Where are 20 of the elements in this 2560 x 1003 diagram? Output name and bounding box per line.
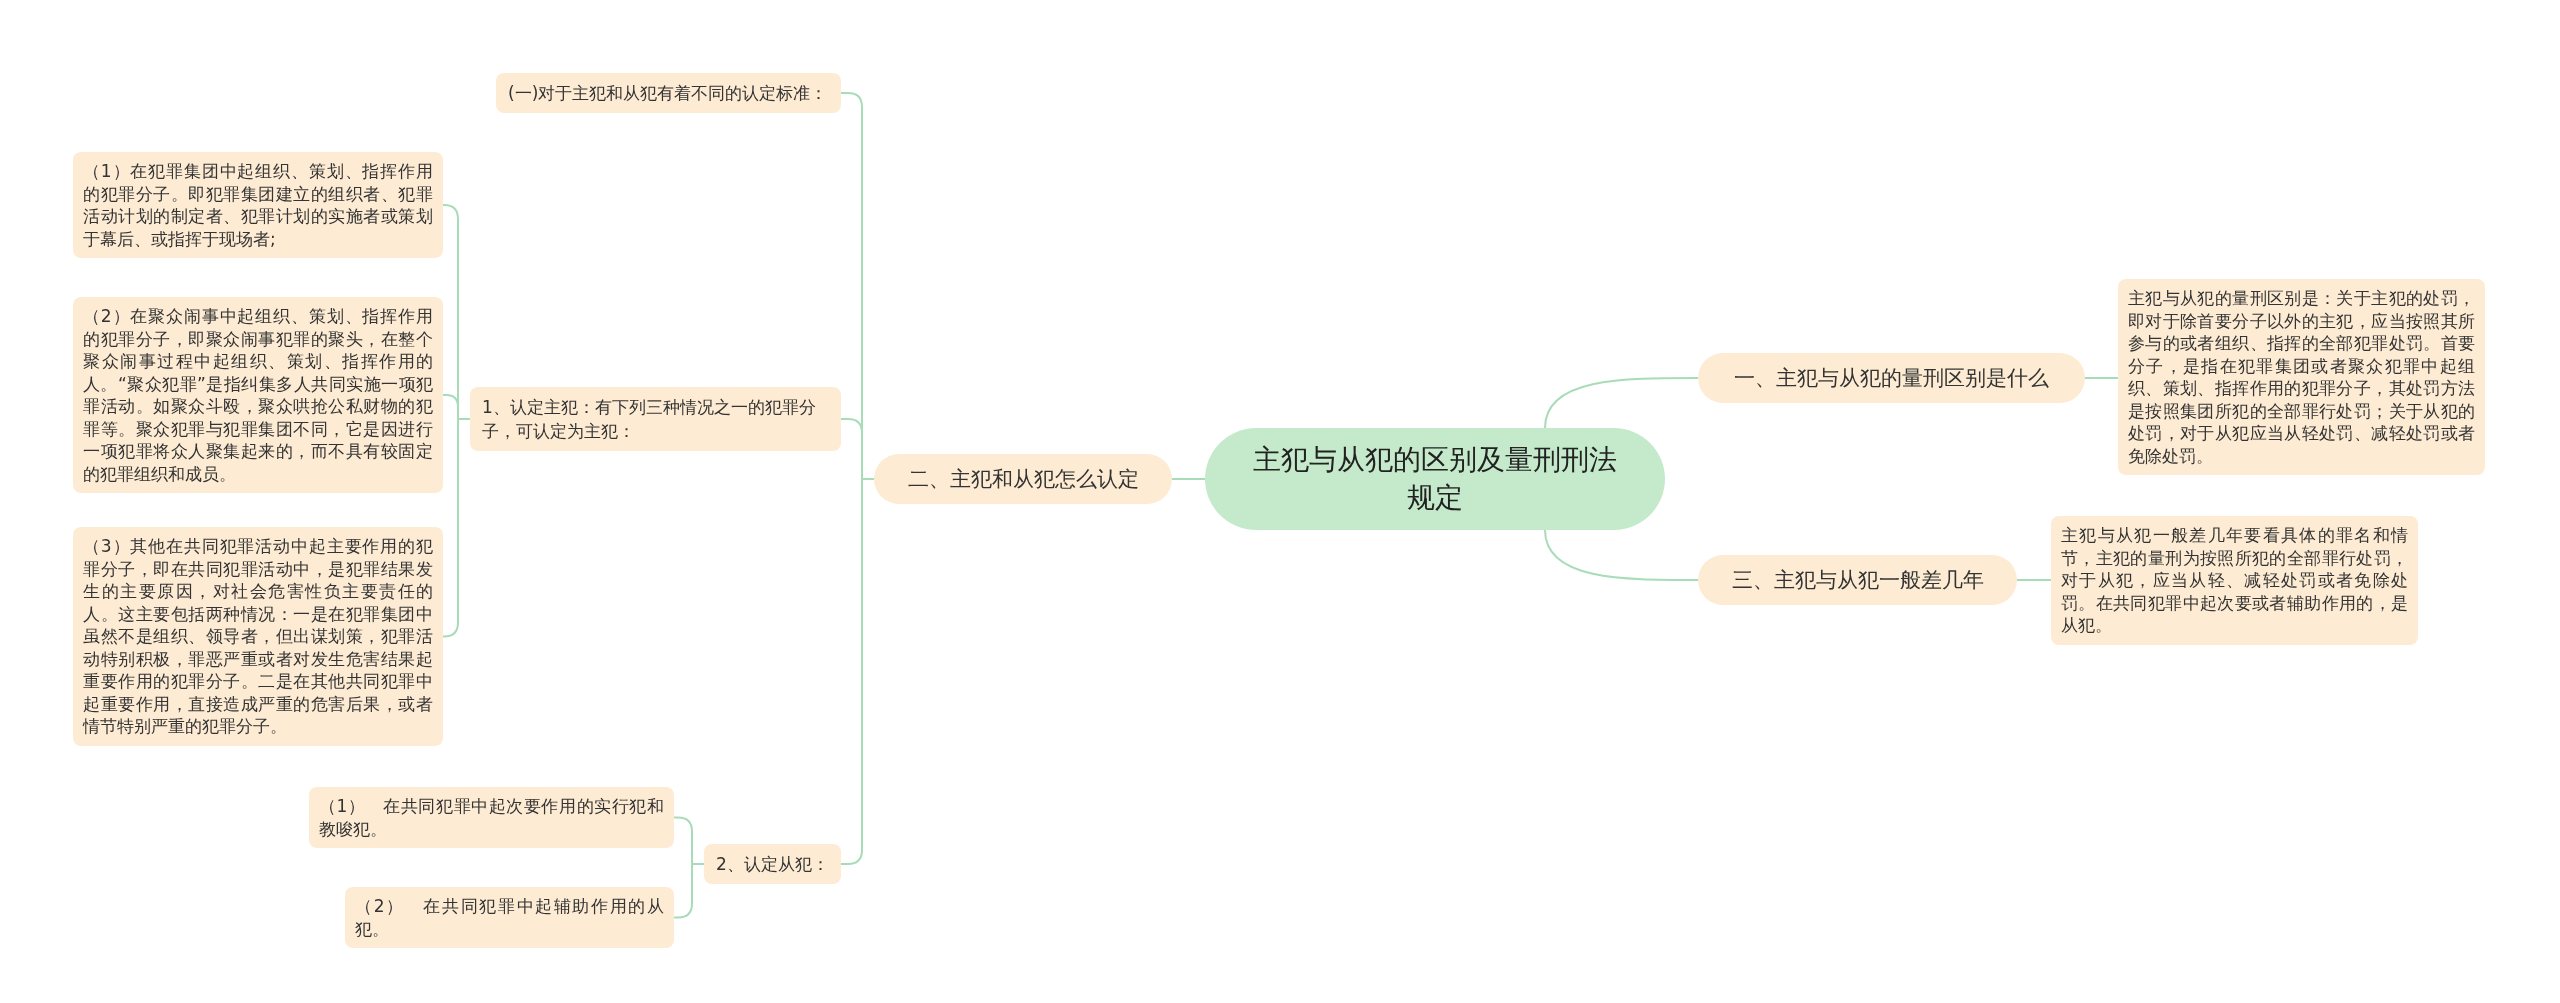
connector-line: [1544, 529, 1699, 581]
connector-line: [1171, 478, 1206, 480]
text-box: 2、认定从犯：: [704, 844, 841, 884]
connector-line: [442, 418, 471, 638]
text-box: 1、认定主犯：有下列三种情况之一的犯罪分子，可认定为主犯：: [470, 387, 841, 451]
branch-box: 二、主犯和从犯怎么认定: [874, 454, 1172, 504]
text-box: （2） 在共同犯罪中起辅助作用的从犯。: [345, 887, 674, 948]
connector-line: [1544, 377, 1699, 429]
text-box: (一)对于主犯和从犯有着不同的认定标准：: [496, 73, 841, 113]
text-box: （1）在犯罪集团中起组织、策划、指挥作用的犯罪分子。即犯罪集团建立的组织者、犯罪活动计划的制定者、犯罪计划的实施者或策划于幕后、或指挥于现场者;: [73, 152, 443, 258]
connector-line: [2016, 579, 2052, 581]
branch-box: 三、主犯与从犯一般差几年: [1698, 555, 2017, 605]
text-box: 主犯与从犯的量刑区别是：关于主犯的处罚，即对于除首要分子以外的主犯，应当按照其所参与的或者组织、指挥的全部犯罪处罚。首要分子，是指在犯罪集团或者聚众犯罪中起组织、策划、指挥作用的犯罪分子，其处罚方法是按照集团所犯的全部罪行处罚；关于从犯的处罚，对于从犯应当从轻处罚、减轻处罚或者免除处罚。: [2118, 279, 2485, 475]
topic-box: 主犯与从犯的区别及量刑刑法规定: [1205, 428, 1665, 530]
branch-box: 一、主犯与从犯的量刑区别是什么: [1698, 353, 2085, 403]
text-box: （3）其他在共同犯罪活动中起主要作用的犯罪分子，即在共同犯罪活动中，是犯罪结果发生的主要原因，对社会危害性负主要责任的人。这主要包括两种情况：一是在犯罪集团中虽然不是组织、领导者，但出谋划策，犯罪活动特别积极，罪恶严重或者对发生危害结果起重要作用的犯罪分子。二是在其他共同犯罪中起重要作用，直接造成严重的危害后果，或者情节特别严重的犯罪分子。: [73, 527, 443, 746]
text-box: 主犯与从犯一般差几年要看具体的罪名和情节，主犯的量刑为按照所犯的全部罪行处罚，对于从犯，应当从轻、减轻处罚或者免除处罚。在共同犯罪中起次要或者辅助作用的，是从犯。: [2051, 516, 2418, 645]
connector-line: [2084, 377, 2119, 379]
text-box: （1） 在共同犯罪中起次要作用的实行犯和教唆犯。: [309, 787, 674, 848]
text-box: （2）在聚众闹事中起组织、策划、指挥作用的犯罪分子，即聚众闹事犯罪的聚头，在整个聚众闹事过程中起组织、策划、指挥作用的人。“聚众犯罪”是指纠集多人共同实施一项犯罪活动。如聚众斗殴，聚众哄抢公私财物的犯罪等。聚众犯罪与犯罪集团不同，它是因进行一项犯罪将众人聚集起来的，而不具有较固定的犯罪组织和成员。: [73, 297, 443, 493]
